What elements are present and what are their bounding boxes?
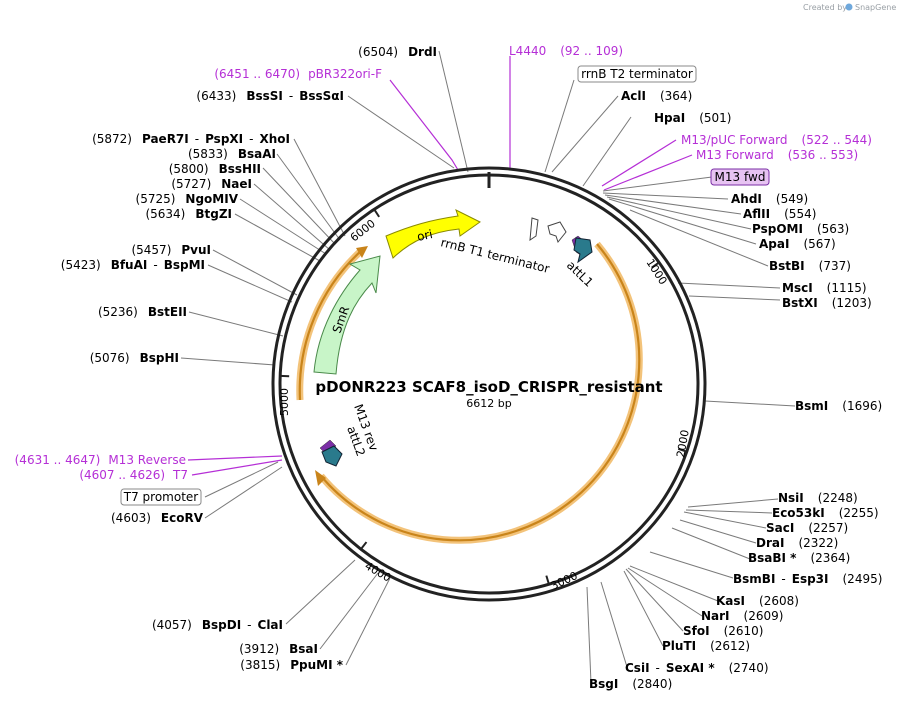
site-apai[interactable]: ApaI(567) xyxy=(759,237,836,251)
site-csii[interactable]: CsiI-SexAI *(2740) xyxy=(625,661,769,675)
t7-promoter-box xyxy=(120,488,202,506)
primer-m13-reverse[interactable]: (4631 .. 4647)M13 Reverse xyxy=(15,453,186,467)
m13fwd-label[interactable]: M13 fwd xyxy=(715,170,766,184)
smr-arrow xyxy=(313,255,381,375)
site-pluti[interactable]: PluTI(2612) xyxy=(662,639,750,653)
attl1-label: attL1 xyxy=(564,258,596,290)
primer-l4440[interactable]: L4440(92 .. 109) xyxy=(509,44,623,58)
backbone-outer xyxy=(271,166,707,602)
tick-label-4000: 4000 xyxy=(363,559,394,584)
snapgene-logo-icon xyxy=(845,3,853,11)
m13fwd-box xyxy=(710,168,770,186)
site-bsabi[interactable]: BsaBI *(2364) xyxy=(748,551,850,565)
tick-mark xyxy=(677,447,688,453)
site-nari[interactable]: NarI(2609) xyxy=(701,609,783,623)
site-aflii[interactable]: AflII(554) xyxy=(743,207,816,221)
site-kasi[interactable]: KasI(2608) xyxy=(716,594,799,608)
site-bsssi[interactable]: (6433)BssSI-BssSαI xyxy=(196,89,344,103)
site-ahdi[interactable]: AhdI(549) xyxy=(731,192,808,206)
plasmid-name: pDONR223 SCAF8_isoD_CRISPR_resistant xyxy=(315,378,662,396)
site-ecorv[interactable]: (4603)EcoRV xyxy=(111,511,204,525)
tick-label-6000: 6000 xyxy=(348,217,378,244)
site-bfuai[interactable]: (5423)BfuAI-BspMI xyxy=(61,258,205,272)
attl1-arrow xyxy=(573,237,593,264)
t7-promoter-label[interactable]: T7 promoter xyxy=(123,490,199,504)
site-bsmi[interactable]: BsmI(1696) xyxy=(795,399,882,413)
tick-label-5000: 5000 xyxy=(278,388,291,416)
site-eco53ki[interactable]: Eco53kI(2255) xyxy=(772,506,879,520)
rrnb-t2-arrow xyxy=(529,217,539,241)
tick-label-3000: 3000 xyxy=(549,569,580,593)
site-drai[interactable]: DraI(2322) xyxy=(756,536,838,550)
site-bsshii[interactable]: (5800)BssHII xyxy=(169,162,261,176)
site-btgzi[interactable]: (5634)BtgZI xyxy=(145,207,232,221)
credit-prefix: Created by xyxy=(803,3,847,12)
site-sfoi[interactable]: SfoI(2610) xyxy=(683,624,763,638)
primer-pbr322ori-f[interactable]: (6451 .. 6470)pBR322ori-F xyxy=(214,67,382,81)
site-bsmbi[interactable]: BsmBI-Esp3I(2495) xyxy=(733,572,882,586)
tick-mark xyxy=(545,575,550,585)
site-acli[interactable]: AclI(364) xyxy=(621,89,692,103)
site-bsaai[interactable]: (5833)BsaAI xyxy=(188,147,276,161)
plasmid-size: 6612 bp xyxy=(466,397,511,410)
site-nsii[interactable]: NsiI(2248) xyxy=(778,491,858,505)
tick-marks xyxy=(280,208,688,585)
site-pvui[interactable]: (5457)PvuI xyxy=(131,243,211,257)
ori-label: ori xyxy=(416,227,434,244)
orf2-arc xyxy=(298,249,363,401)
rrnb-t2-box xyxy=(577,65,697,83)
site-bsphi[interactable]: (5076)BspHI xyxy=(90,351,179,365)
site-saci[interactable]: SacI(2257) xyxy=(766,521,848,535)
site-bsteii[interactable]: (5236)BstEII xyxy=(98,305,187,319)
site-paer7i[interactable]: (5872)PaeR7I-PspXI-XhoI xyxy=(92,132,290,146)
site-pspomi[interactable]: PspOMI(563) xyxy=(752,222,849,236)
attl2-arrow xyxy=(321,445,343,467)
site-ngomiv[interactable]: (5725)NgoMIV xyxy=(136,192,239,206)
tick-mark xyxy=(651,261,660,269)
primer-leaders xyxy=(187,56,693,476)
site-hpai[interactable]: HpaI(501) xyxy=(654,111,731,125)
orf-arc xyxy=(320,243,641,542)
primer-t7[interactable]: (4607 .. 4626)T7 xyxy=(79,468,188,482)
site-naei[interactable]: (5727)NaeI xyxy=(171,177,252,191)
site-ppumi[interactable]: (3815)PpuMI * xyxy=(240,658,343,672)
ori-arrow xyxy=(385,209,481,259)
orf-arrowhead-icon xyxy=(315,470,326,486)
right-labels: L4440(92 .. 109) rrnB T2 terminator AclI… xyxy=(509,44,882,691)
left-labels: (6504)DrdI (6451 .. 6470)pBR322ori-F (64… xyxy=(15,45,437,672)
rrnb-t1-label: rrnB T1 terminator xyxy=(439,235,551,276)
credit-brand: SnapGene xyxy=(855,3,896,12)
site-msci[interactable]: MscI(1115) xyxy=(782,281,867,295)
site-bsai[interactable]: (3912)BsaI xyxy=(239,642,318,656)
tick-label-2000: 2000 xyxy=(674,429,692,459)
primer-m13-forward[interactable]: M13 Forward(536 .. 553) xyxy=(696,148,858,162)
site-drdi[interactable]: (6504)DrdI xyxy=(358,45,437,59)
rrnb-t1-arrow xyxy=(547,221,567,244)
site-bspdi[interactable]: (4057)BspDI-ClaI xyxy=(152,618,283,632)
leader-lines xyxy=(180,50,796,684)
site-bsgi[interactable]: BsgI(2840) xyxy=(589,677,672,691)
tick-mark xyxy=(373,208,380,218)
site-bstbi[interactable]: BstBI(737) xyxy=(769,259,851,273)
orf2-arrowhead-icon xyxy=(356,246,368,258)
site-bstxi[interactable]: BstXI(1203) xyxy=(782,296,872,310)
rrnb-t2-label[interactable]: rrnB T2 terminator xyxy=(581,67,693,81)
tick-mark xyxy=(360,541,368,550)
primer-m13-puc-forward[interactable]: M13/pUC Forward(522 .. 544) xyxy=(681,133,872,147)
